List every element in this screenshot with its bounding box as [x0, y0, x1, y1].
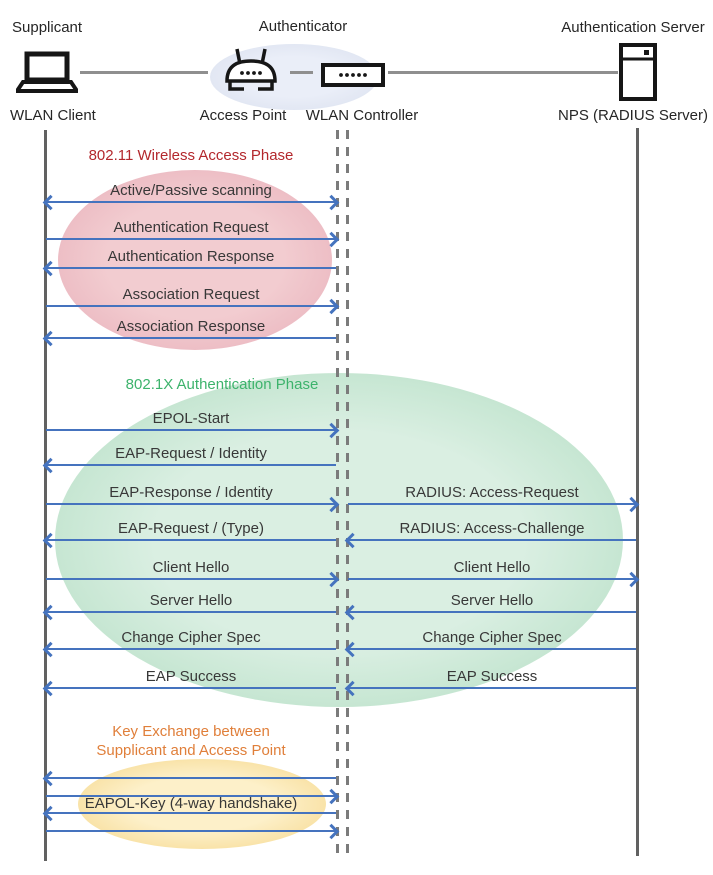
lifeline-wlan-controller-right — [346, 130, 349, 855]
message-server-hello-right: Server Hello — [344, 592, 636, 621]
message-eap-response-identity: EAP-Response / Identity — [46, 484, 340, 513]
message-authentication-request: Authentication Request — [46, 219, 340, 248]
message-authentication-response: Authentication Response — [42, 248, 336, 277]
phase-title-key-exchange: Key Exchange between Supplicant and Acce… — [45, 722, 337, 760]
message-server-hello-left: Server Hello — [42, 592, 336, 621]
message-label: RADIUS: Access-Challenge — [399, 520, 585, 537]
connector-line — [80, 71, 208, 74]
lifeline-nps — [636, 128, 639, 856]
lifeline-wlan-controller-left — [336, 130, 339, 855]
message-association-response: Association Response — [42, 318, 336, 347]
message-label: Change Cipher Spec — [422, 629, 562, 646]
message-label: Authentication Request — [113, 219, 269, 236]
node-label-access-point: Access Point — [199, 107, 287, 124]
access-point-icon — [225, 48, 277, 91]
message-label: EAP Success — [145, 668, 237, 685]
message-eap-success-left: EAP Success — [42, 668, 336, 697]
message-eapol-key-2 — [46, 788, 340, 805]
message-label: EAP-Request / Identity — [115, 445, 267, 462]
message-radius-access-challenge: RADIUS: Access-Challenge — [344, 520, 636, 549]
message-label: Client Hello — [152, 559, 230, 576]
phase-title-wireless-access: 802.11 Wireless Access Phase — [88, 147, 294, 164]
message-label-eapol-key: EAPOL-Key (4-way handshake) — [84, 795, 298, 812]
message-client-hello-left: Client Hello — [46, 559, 340, 588]
message-label: EAP Success — [446, 668, 538, 685]
message-label: Server Hello — [149, 592, 233, 609]
message-eapol-key-3 — [42, 805, 336, 822]
message-radius-access-request: RADIUS: Access-Request — [348, 484, 640, 513]
phase-title-dot1x-auth: 802.1X Authentication Phase — [125, 376, 319, 393]
message-label: Active/Passive scanning — [110, 182, 272, 199]
message-label: Authentication Response — [107, 248, 275, 265]
message-eap-request-identity: EAP-Request / Identity — [42, 445, 336, 474]
message-label: EAP-Response / Identity — [109, 484, 273, 501]
message-label: RADIUS: Access-Request — [405, 484, 579, 501]
message-client-hello-right: Client Hello — [348, 559, 640, 588]
connector-line — [290, 71, 313, 74]
message-eapol-key-4 — [46, 823, 340, 840]
node-label-nps: NPS (RADIUS Server) — [557, 107, 709, 124]
role-label-supplicant: Supplicant — [12, 19, 83, 36]
role-label-authentication-server: Authentication Server — [561, 19, 705, 36]
message-label: Association Request — [122, 286, 260, 303]
message-change-cipher-spec-left: Change Cipher Spec — [42, 629, 336, 658]
message-change-cipher-spec-right: Change Cipher Spec — [344, 629, 636, 658]
message-label: Association Response — [116, 318, 266, 335]
key-exchange-phase-ellipse — [78, 759, 326, 849]
role-label-authenticator: Authenticator — [258, 18, 348, 35]
message-label: EAP-Request / (Type) — [118, 520, 264, 537]
phase-title-key-exchange-line1: Key Exchange between — [112, 723, 270, 740]
message-epol-start: EPOL-Start — [46, 410, 340, 439]
message-eapol-key-1 — [42, 770, 336, 787]
connector-line — [388, 71, 618, 74]
message-label: EPOL-Start — [152, 410, 230, 427]
phase-title-key-exchange-line2: Supplicant and Access Point — [96, 742, 286, 759]
lifeline-wlan-client — [44, 130, 47, 861]
laptop-icon — [16, 51, 78, 93]
node-label-wlan-controller: WLAN Controller — [305, 107, 419, 124]
message-label: Change Cipher Spec — [121, 629, 261, 646]
message-association-request: Association Request — [46, 286, 340, 315]
message-active-passive-scanning: Active/Passive scanning — [42, 182, 340, 211]
message-eap-success-right: EAP Success — [344, 668, 636, 697]
message-eap-request-type: EAP-Request / (Type) — [42, 520, 336, 549]
wireless-access-phase-ellipse — [58, 170, 332, 350]
wlan-controller-icon — [321, 63, 385, 87]
server-icon — [619, 43, 657, 101]
node-label-wlan-client: WLAN Client — [10, 107, 96, 124]
message-label: Client Hello — [453, 559, 531, 576]
message-label: Server Hello — [450, 592, 534, 609]
